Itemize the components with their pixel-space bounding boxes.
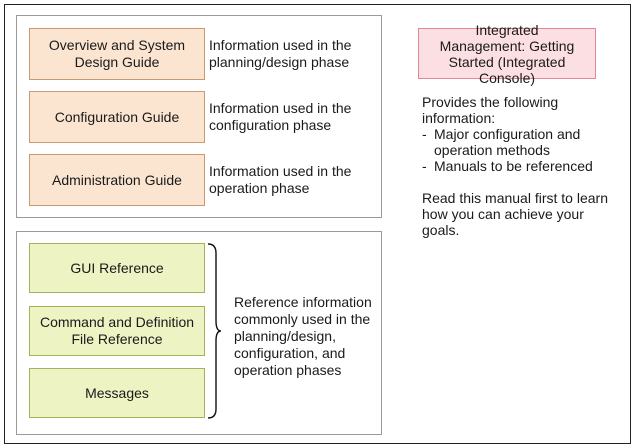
reference-description: Reference information commonly used in t… (234, 294, 372, 378)
configuration-guide-box: Configuration Guide (29, 91, 205, 143)
list-item: - Manuals to be referenced (422, 158, 627, 174)
info-note: Read this manual first to learn how you … (422, 190, 608, 238)
getting-started-info: Provides the following information: - Ma… (422, 94, 627, 238)
info-bullet-text: Major configuration and operation method… (434, 126, 581, 158)
administration-guide-description: Information used in the operation phase (209, 163, 352, 196)
gui-reference-box: GUI Reference (29, 243, 205, 293)
getting-started-box: Integrated Management: Getting Started (… (418, 22, 596, 86)
info-intro: Provides the following information: (422, 94, 559, 126)
info-list: - Major configuration and operation meth… (422, 126, 627, 174)
administration-guide-box: Administration Guide (29, 154, 205, 206)
messages-title: Messages (85, 384, 149, 401)
right-brace (207, 243, 222, 419)
command-definition-reference-box: Command and Definition File Reference (29, 306, 205, 356)
info-bullet-text: Manuals to be referenced (434, 158, 593, 174)
overview-design-guide-description: Information used in the planning/design … (209, 37, 352, 70)
list-item: - Major configuration and operation meth… (422, 126, 627, 158)
configuration-guide-description: Information used in the configuration ph… (209, 100, 352, 133)
command-definition-reference-title: Command and Definition File Reference (39, 314, 195, 347)
gui-reference-title: GUI Reference (70, 259, 164, 276)
overview-design-guide-title: Overview and System Design Guide (48, 37, 186, 70)
getting-started-title: Integrated Management: Getting Started (… (439, 21, 575, 86)
configuration-guide-title: Configuration Guide (54, 108, 180, 125)
administration-guide-title: Administration Guide (52, 171, 182, 188)
bullet-dash: - (422, 126, 427, 142)
bullet-dash: - (422, 158, 427, 174)
diagram-frame (4, 4, 631, 444)
messages-box: Messages (29, 368, 205, 418)
overview-design-guide-box: Overview and System Design Guide (29, 28, 205, 80)
